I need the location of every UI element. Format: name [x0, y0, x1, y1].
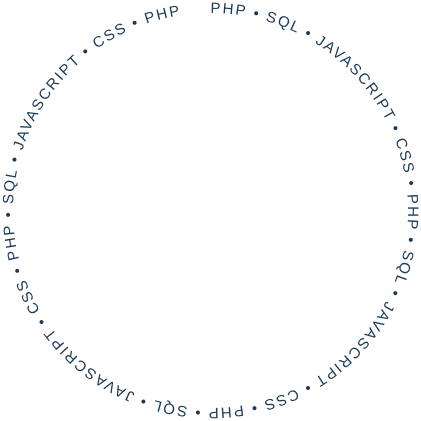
circular-text-badge: PHP • SQL • JAVASCRIPT • CSS • PHP • SQL…	[0, 0, 420, 421]
ring-text: PHP • SQL • JAVASCRIPT • CSS • PHP • SQL…	[0, 0, 420, 421]
ring-text-path: PHP • SQL • JAVASCRIPT • CSS • PHP • SQL…	[0, 0, 420, 421]
circular-text-ring: PHP • SQL • JAVASCRIPT • CSS • PHP • SQL…	[0, 0, 420, 421]
